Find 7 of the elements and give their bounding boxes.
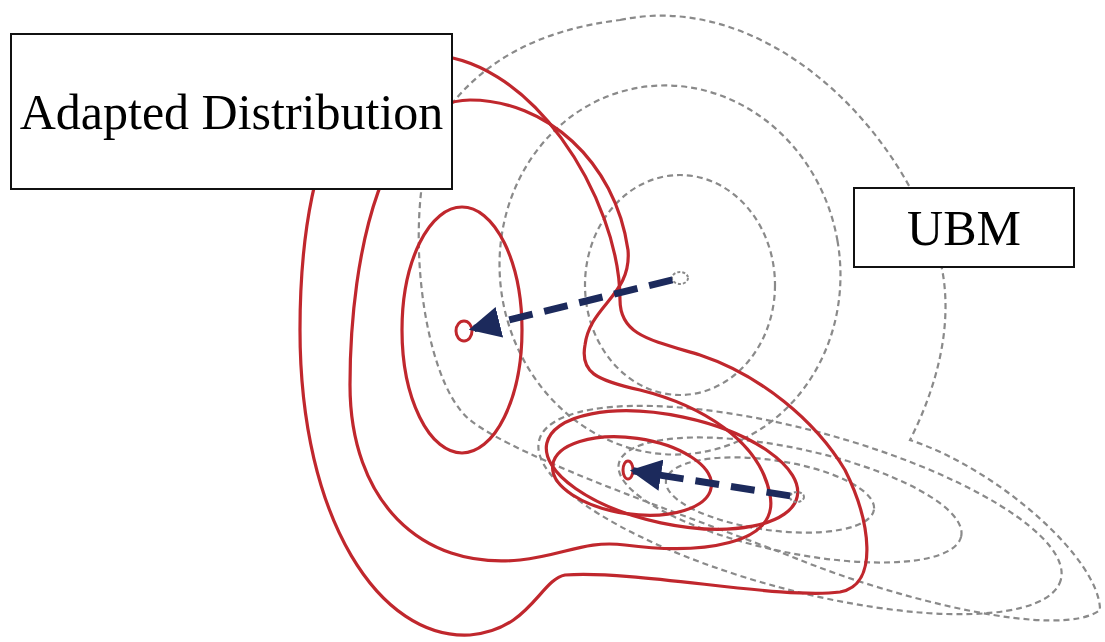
center-point: [789, 491, 805, 503]
center-point: [671, 271, 689, 285]
center-point: [621, 459, 635, 481]
center-point: [454, 319, 474, 343]
text-box: Adapted Distribution: [10, 33, 453, 190]
arrow: [468, 276, 674, 338]
text-box: UBM: [853, 187, 1075, 268]
